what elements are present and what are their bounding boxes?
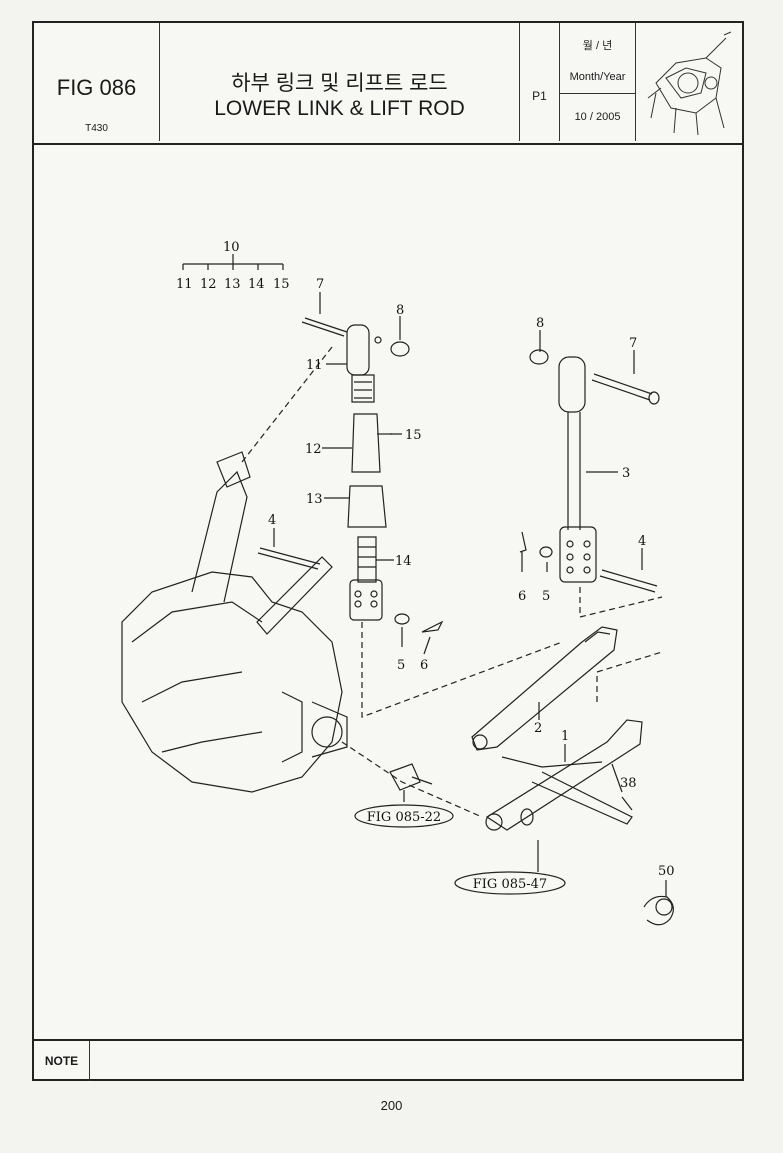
callout-1: 1	[561, 729, 569, 744]
callout-10: 10	[223, 240, 240, 255]
page-label: P1	[532, 89, 547, 103]
callout-14: 14	[395, 554, 412, 569]
callout-38: 38	[620, 776, 637, 791]
callout-13-top: 13	[224, 277, 241, 292]
callout-11: 11	[306, 358, 323, 373]
date-label-english: Month/Year	[569, 71, 626, 83]
note-row: NOTE	[34, 1039, 742, 1081]
left-lift-arm	[191, 451, 333, 635]
cross-reference-labels: FIG 085-22 FIG 085-47	[354, 804, 566, 895]
callout-6-right: 6	[518, 589, 526, 604]
callout-12: 12	[305, 442, 322, 457]
pin-4-left	[257, 547, 321, 570]
note-label: NOTE	[34, 1041, 90, 1081]
thread-rod-14	[357, 536, 377, 583]
callout-labels: 10 11 12 13 14 15 7 8 11 12 15 13 4 14 5…	[176, 240, 675, 879]
title-cell: 하부 링크 및 리프트 로드 LOWER LINK & LIFT ROD	[160, 23, 520, 141]
callout-8-right: 8	[536, 316, 544, 331]
title-korean: 하부 링크 및 리프트 로드	[231, 72, 448, 95]
lower-link-1	[485, 719, 643, 831]
page-number: 200	[380, 1098, 403, 1113]
callout-3: 3	[622, 466, 630, 481]
callout-7-left: 7	[316, 277, 324, 292]
callout-6-left: 6	[420, 658, 428, 673]
header-block: FIG 086 T430 하부 링크 및 리프트 로드 LOWER LINK &…	[34, 23, 742, 145]
bushing-8-left	[390, 341, 410, 357]
date-value: 10 / 2005	[574, 111, 621, 123]
callout-7-right: 7	[629, 336, 637, 351]
callout-8-left: 8	[396, 303, 404, 318]
figure-number: FIG 086	[56, 75, 137, 100]
tractor-thumbnail-icon	[647, 31, 732, 136]
callout-50: 50	[658, 864, 675, 879]
tractor-housing	[121, 571, 348, 793]
date-divider	[560, 93, 635, 94]
coupler-12	[351, 413, 381, 473]
figure-number-cell: FIG 086 T430	[34, 23, 160, 141]
bracket-13	[347, 485, 387, 528]
yoke-11-left	[346, 324, 370, 376]
lower-link-2	[471, 626, 618, 751]
model-code: T430	[85, 123, 108, 134]
cap-50	[643, 895, 674, 926]
callout-5-right: 5	[542, 589, 550, 604]
callout-15: 15	[405, 428, 422, 443]
part-085-22	[389, 763, 433, 791]
callout-4-right: 4	[638, 534, 646, 549]
callout-2: 2	[534, 721, 542, 736]
title-english: LOWER LINK & LIFT ROD	[214, 97, 465, 120]
lift-rod-3	[519, 349, 660, 593]
page-cell: P1	[520, 23, 560, 141]
ref-fig-085-22: FIG 085-22	[367, 810, 441, 825]
callout-12-top: 12	[200, 277, 217, 292]
callout-4-left: 4	[268, 513, 276, 528]
clevis-left	[349, 579, 383, 621]
date-label-korean: 월 / 년	[582, 40, 613, 52]
callout-11-top: 11	[176, 277, 193, 292]
parts-diagram: 10 11 12 13 14 15 7 8 11 12 15 13 4 14 5…	[121, 240, 675, 926]
date-cell: 월 / 년 Month/Year 10 / 2005	[560, 23, 636, 141]
callout-5-left: 5	[397, 658, 405, 673]
ref-oval-1	[354, 804, 454, 828]
callout-14-top: 14	[248, 277, 265, 292]
ref-fig-085-47: FIG 085-47	[473, 877, 547, 892]
callout-15-top: 15	[273, 277, 290, 292]
page-frame: FIG 086 T430 하부 링크 및 리프트 로드 LOWER LINK &…	[32, 21, 744, 1081]
ref-oval-2	[454, 871, 566, 895]
tractor-thumbnail	[636, 23, 742, 141]
callout-13: 13	[306, 492, 323, 507]
